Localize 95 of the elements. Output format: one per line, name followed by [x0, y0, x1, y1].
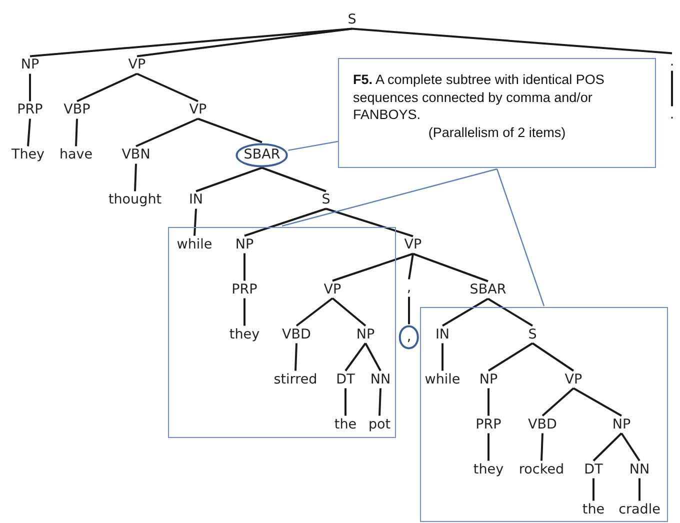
tree-branch	[136, 118, 198, 148]
tree-branch	[332, 252, 414, 282]
tree-branch	[378, 388, 382, 416]
tree-label: NP	[479, 372, 498, 388]
tree-branch	[296, 297, 334, 327]
tree-branch	[134, 164, 137, 192]
tree-label: PRP	[17, 102, 43, 118]
tree-branch	[408, 254, 414, 280]
tree-label: ,	[406, 280, 412, 296]
tree-label: VBN	[122, 147, 150, 163]
tree-label: thought	[108, 192, 162, 208]
tree-label: VP	[324, 282, 342, 298]
tree-label: NP	[235, 236, 254, 252]
leader-line	[282, 168, 498, 227]
tree-label: VP	[189, 102, 207, 118]
tree-label: DT	[584, 462, 603, 478]
tree-label: They	[11, 147, 45, 163]
tree-branch	[352, 28, 672, 54]
callout-note: (Parallelism of 2 items)	[427, 124, 567, 142]
leader-line	[496, 168, 545, 306]
tree-label: .	[670, 54, 674, 70]
tree-label: cradle	[618, 502, 660, 518]
tree-branch	[638, 478, 640, 501]
tree-branch	[27, 118, 31, 146]
callout-box	[338, 58, 656, 168]
tree-branch	[412, 252, 488, 282]
circled-tree-label: ,	[398, 325, 420, 349]
callout-text: F5. A complete subtree with identical POS sequences connected by comma and/or FANBOYS.	[353, 71, 606, 124]
tree-label: stirred	[274, 372, 318, 388]
tree-branch	[244, 208, 326, 237]
tree-branch	[592, 432, 622, 462]
tree-branch	[488, 433, 490, 461]
tree-branch	[488, 342, 534, 372]
tree-branch	[29, 74, 31, 102]
tree-branch	[532, 342, 574, 372]
tree-label: PRP	[476, 416, 502, 432]
tree-label: rocked	[518, 462, 564, 478]
tree-branch	[573, 387, 622, 417]
tree-branch	[244, 253, 246, 281]
highlight-frame	[168, 227, 396, 438]
tree-label: S	[528, 326, 537, 342]
tree-branch	[262, 166, 326, 192]
tree-label: .	[670, 107, 674, 123]
tree-label: the	[582, 502, 605, 518]
circled-tree-label: SBAR	[236, 143, 288, 167]
tree-label: have	[59, 147, 93, 163]
tree-label: the	[334, 416, 357, 432]
tree-label: NN	[629, 462, 650, 478]
highlight-frame	[420, 307, 668, 522]
tree-branch	[671, 70, 673, 106]
leader-line	[288, 140, 338, 151]
tree-label: VP	[128, 57, 146, 73]
tree-label: S	[322, 192, 330, 208]
tree-branch	[75, 118, 78, 146]
tree-branch	[442, 343, 444, 371]
tree-branch	[442, 298, 488, 327]
tree-branch	[344, 342, 366, 372]
tree-branch	[542, 388, 574, 416]
tree-branch	[487, 298, 534, 327]
tree-label: NP	[356, 326, 375, 342]
tree-label: NN	[370, 372, 391, 388]
tree-label: PRP	[232, 282, 258, 298]
tree-label: NP	[20, 57, 40, 73]
tree-label: VP	[564, 372, 582, 388]
tree-branch	[244, 298, 246, 326]
tree-label: while	[176, 236, 212, 252]
tree-branch	[620, 432, 640, 462]
tree-label: VBD	[528, 416, 557, 432]
tree-label: NP	[612, 416, 631, 432]
tree-label: they	[473, 462, 504, 478]
tree-branch	[540, 433, 544, 461]
tree-branch	[326, 208, 414, 238]
tree-branch	[136, 28, 352, 58]
tree-branch	[294, 343, 298, 371]
tree-label: while	[424, 372, 460, 388]
tree-label: IN	[435, 326, 450, 342]
tree-branch	[364, 342, 382, 372]
tree-branch	[488, 388, 490, 416]
tree-label: IN	[188, 192, 204, 208]
tree-branch	[198, 118, 262, 144]
tree-branch	[76, 72, 138, 102]
tree-label: DT	[336, 372, 355, 388]
tree-branch	[136, 72, 198, 102]
tree-label: VBP	[64, 102, 90, 118]
tree-label: SBAR	[470, 282, 506, 298]
tree-branch	[592, 478, 594, 501]
tree-label: pot	[368, 416, 391, 432]
tree-branch	[196, 166, 262, 192]
tree-branch	[344, 388, 346, 416]
tree-label: S	[348, 12, 356, 28]
tree-label: they	[229, 326, 260, 342]
tree-label: VP	[404, 237, 422, 253]
tree-label: VBD	[282, 326, 311, 342]
tree-branch	[194, 208, 197, 236]
tree-branch	[332, 297, 366, 327]
